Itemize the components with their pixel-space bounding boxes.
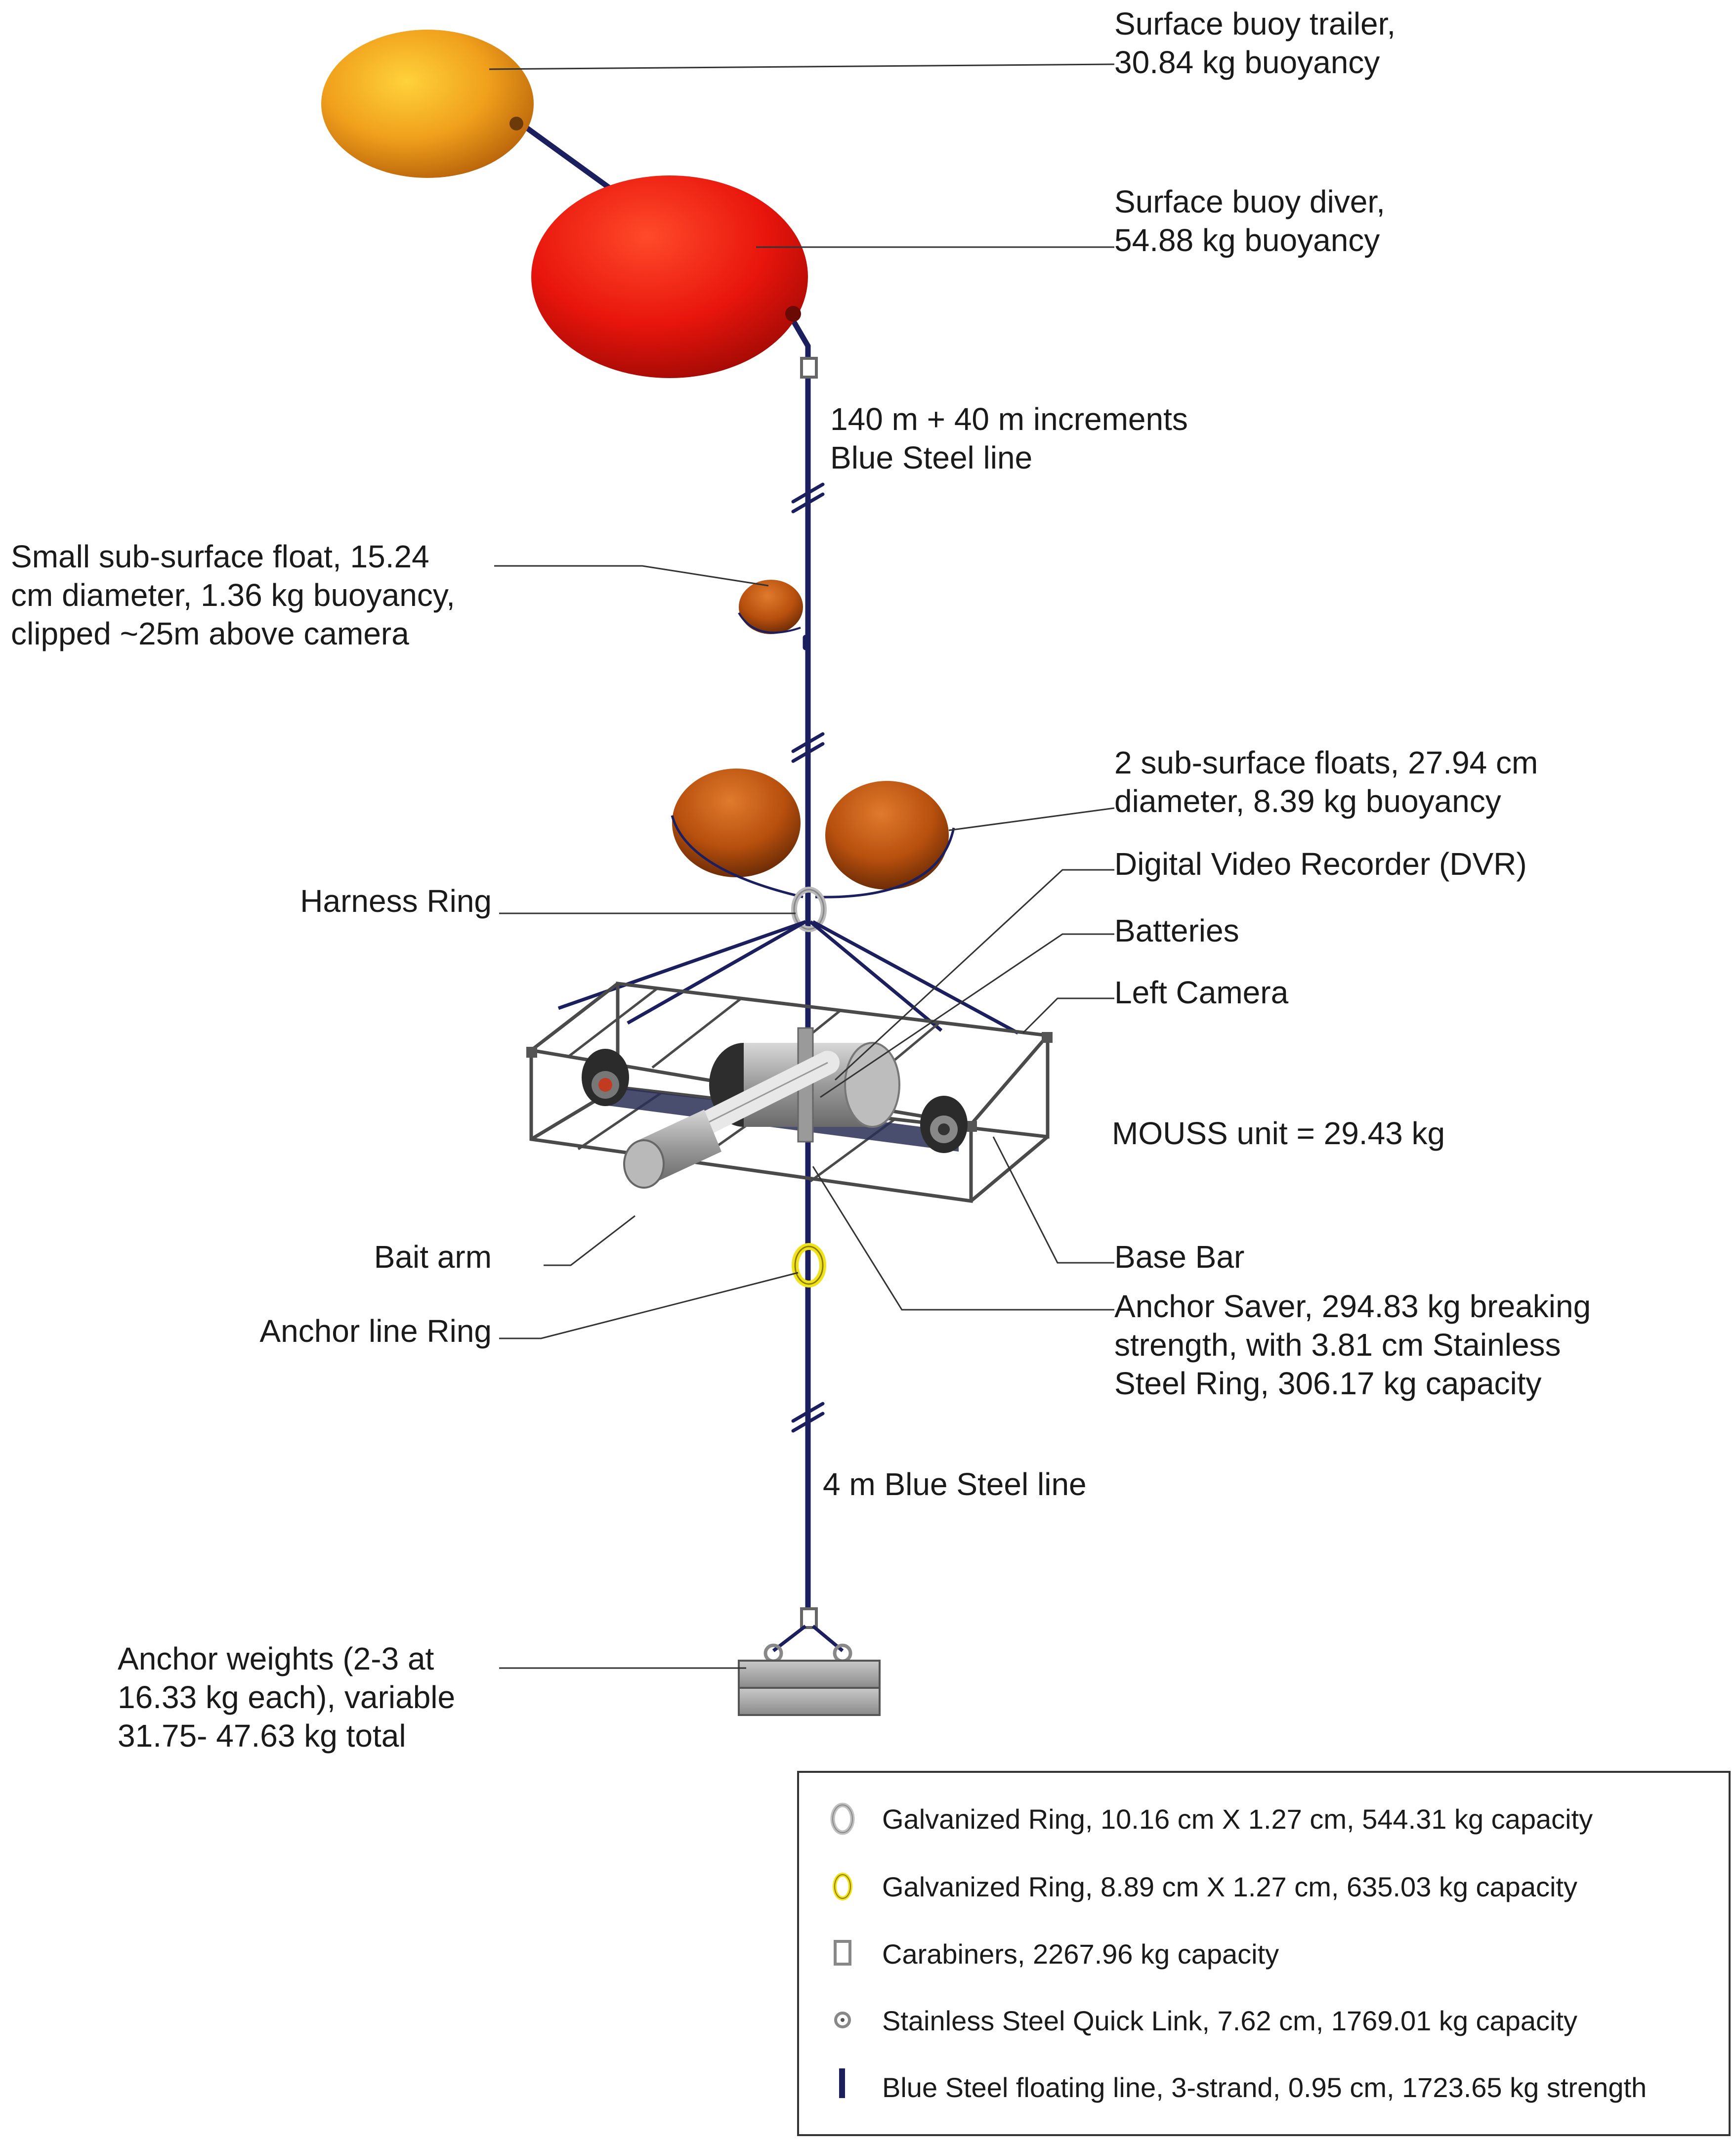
label-anchor-saver: Anchor Saver, 294.83 kg breaking strengt…: [1114, 1288, 1600, 1401]
subsurface-floats: [671, 769, 955, 899]
line-break-marks: [791, 482, 825, 1433]
label-sub-floats: 2 sub-surface floats, 27.94 cm diameter,…: [1114, 745, 1547, 819]
legend-label-carabiner: Carabiners, 2267.96 kg capacity: [882, 1938, 1279, 1970]
surface-buoy-diver: [531, 175, 808, 378]
legend: Galvanized Ring, 10.16 cm X 1.27 cm, 544…: [797, 1771, 1731, 2136]
label-dvr: Digital Video Recorder (DVR): [1114, 846, 1527, 882]
label-harness-ring: Harness Ring: [300, 883, 492, 919]
leader-lines: [489, 63, 1115, 1669]
label-left-camera: Left Camera: [1114, 975, 1289, 1010]
small-subsurface-float: [738, 580, 803, 634]
blue-steel-line: [511, 116, 811, 1619]
legend-label-quick-link: Stainless Steel Quick Link, 7.62 cm, 176…: [882, 2005, 1577, 2036]
left-camera-body: [582, 1049, 629, 1106]
label-lower-line: 4 m Blue Steel line: [823, 1466, 1087, 1502]
right-camera-body: [920, 1096, 968, 1153]
bridle-lines: [557, 920, 1019, 1035]
surface-buoy-trailer: [321, 30, 534, 178]
legend-box: [797, 1771, 1731, 2136]
label-bait-arm: Bait arm: [374, 1239, 492, 1275]
harness-ring: [791, 887, 827, 932]
anchor-weights: [738, 1660, 881, 1716]
carabiner-bottom: [800, 1607, 818, 1629]
label-base-bar: Base Bar: [1114, 1239, 1244, 1275]
legend-label-blue-steel-line: Blue Steel floating line, 3-strand, 0.95…: [882, 2072, 1647, 2103]
carabiner-icon: [834, 1940, 851, 1966]
legend-label-small-ring: Galvanized Ring, 8.89 cm X 1.27 cm, 635.…: [882, 1871, 1577, 1902]
label-surface-buoy-trailer: Surface buoy trailer, 30.84 kg buoyancy: [1114, 6, 1404, 80]
label-batteries: Batteries: [1114, 913, 1239, 948]
label-anchor-weights: Anchor weights (2-3 at 16.33 kg each), v…: [118, 1641, 464, 1754]
galvanized-ring-small-icon: [833, 1873, 852, 1900]
blue-steel-line-icon: [839, 2068, 845, 2098]
label-mouss-unit: MOUSS unit = 29.43 kg: [1112, 1116, 1445, 1151]
label-small-float: Small sub-surface float, 15.24 cm diamet…: [11, 539, 464, 651]
quick-link-icon: [834, 2012, 851, 2028]
legend-label-large-ring: Galvanized Ring, 10.16 cm X 1.27 cm, 544…: [882, 1803, 1593, 1835]
label-anchor-line-ring: Anchor line Ring: [259, 1313, 492, 1349]
carabiner-top: [800, 357, 818, 379]
label-main-line: 140 m + 40 m increments Blue Steel line: [830, 401, 1197, 475]
bait-arm: [623, 1051, 840, 1189]
galvanized-ring-large-icon: [830, 1803, 855, 1835]
label-surface-buoy-diver: Surface buoy diver, 54.88 kg buoyancy: [1114, 184, 1394, 258]
